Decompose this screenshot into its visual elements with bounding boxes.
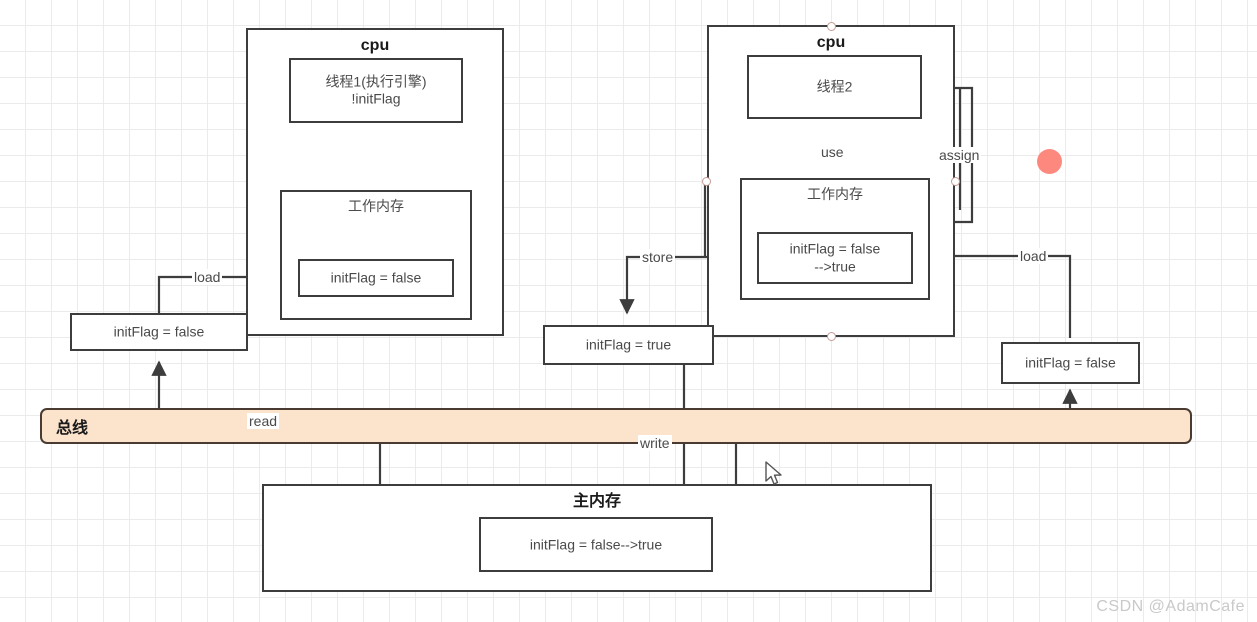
- staging-box-right-false[interactable]: initFlag = false: [1001, 342, 1140, 384]
- main-memory-variable[interactable]: initFlag = false-->true: [479, 517, 713, 572]
- staging-box-left-false[interactable]: initFlag = false: [70, 313, 248, 351]
- selection-handle-right[interactable]: [951, 177, 960, 186]
- watermark-text: CSDN @AdamCafe: [1096, 598, 1245, 615]
- mouse-cursor-icon: [765, 461, 782, 485]
- main-memory-variable-label: initFlag = false-->true: [529, 535, 663, 552]
- cpu-left-wm-variable[interactable]: initFlag = false: [298, 259, 454, 297]
- label-load-left: load: [192, 269, 223, 285]
- label-write: write: [638, 435, 672, 451]
- staging-right-label: initFlag = false: [1025, 354, 1116, 371]
- bus-label: 总线: [56, 420, 89, 437]
- staging-center-label: initFlag = true: [585, 336, 672, 353]
- cpu-right-wm-variable[interactable]: initFlag = false -->true: [757, 232, 913, 284]
- cpu-right-thread-box[interactable]: 线程2: [747, 55, 922, 119]
- cpu-left-thread-box[interactable]: 线程1(执行引擎)!initFlag: [289, 58, 463, 123]
- main-memory-title: 主内存: [572, 493, 621, 510]
- label-assign: assign: [937, 147, 982, 163]
- label-store: store: [640, 249, 676, 265]
- selection-handle-top[interactable]: [827, 22, 836, 31]
- selection-handle-bottom[interactable]: [827, 332, 836, 341]
- cpu-left-wm-title: 工作内存: [348, 198, 404, 214]
- bus-bar[interactable]: 总线: [40, 408, 1192, 444]
- label-load-right: load: [1018, 248, 1049, 264]
- cpu-left-wm-variable-label: initFlag = false: [330, 269, 422, 286]
- cpu-left-title: cpu: [360, 37, 390, 54]
- cpu-right-wm-title: 工作内存: [807, 186, 863, 202]
- cpu-right-wm-variable-label: initFlag = false -->true: [789, 240, 881, 275]
- cpu-left-thread-label: 线程1(执行引擎)!initFlag: [291, 73, 461, 108]
- label-use: use: [819, 144, 846, 160]
- thread-line-2: !initFlag: [351, 90, 401, 107]
- staging-left-label: initFlag = false: [113, 323, 205, 340]
- selection-handle-left[interactable]: [702, 177, 711, 186]
- cpu-right-title: cpu: [816, 34, 846, 51]
- cpu-left-working-memory[interactable]: 工作内存: [280, 190, 472, 320]
- red-marker-dot: [1037, 149, 1062, 174]
- thread-line-1: 线程1(执行引擎): [325, 73, 427, 89]
- cpu-right-thread-label: 线程2: [816, 78, 853, 95]
- edge-right-load: [928, 248, 1072, 338]
- label-read: read: [247, 413, 280, 429]
- staging-box-center-true[interactable]: initFlag = true: [543, 325, 714, 365]
